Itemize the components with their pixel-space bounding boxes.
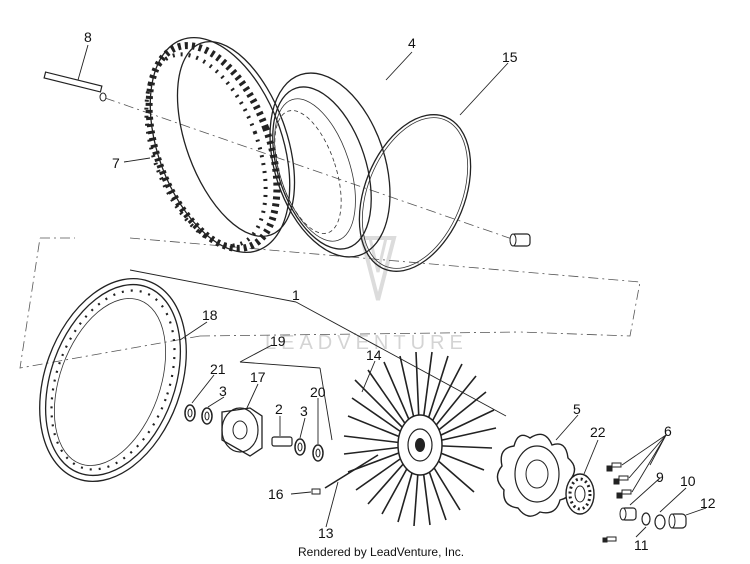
callout-16: 16: [268, 486, 284, 502]
leader-lines: [77, 44, 707, 538]
part-number-labels: 8 7 4 15 1 18 19 14 21 17 3 20 2 3 5 22 …: [84, 29, 716, 553]
disc-carrier-part[interactable]: [565, 473, 595, 515]
callout-14: 14: [366, 347, 382, 363]
single-spoke-part[interactable]: [324, 454, 379, 489]
callout-21: 21: [210, 361, 226, 377]
callout-12: 12: [700, 495, 716, 511]
callout-8: 8: [84, 29, 92, 45]
callout-17: 17: [250, 369, 266, 385]
callout-7: 7: [112, 155, 120, 171]
callout-18: 18: [202, 307, 218, 323]
callout-13: 13: [318, 525, 334, 541]
rim-part[interactable]: [13, 258, 213, 502]
spoked-hub-part[interactable]: [343, 351, 497, 527]
callout-10: 10: [680, 473, 696, 489]
callout-5: 5: [573, 401, 581, 417]
callout-1: 1: [292, 287, 300, 303]
callout-6: 6: [664, 423, 672, 439]
callout-3b: 3: [300, 403, 308, 419]
spoke-nipple-part[interactable]: [311, 488, 321, 495]
callout-11: 11: [634, 537, 649, 553]
callout-19: 19: [270, 333, 286, 349]
spacer-part[interactable]: [509, 233, 531, 247]
axle-centerline: [104, 97, 516, 241]
bolts-part[interactable]: [602, 462, 632, 543]
callout-20: 20: [310, 384, 326, 400]
assembly-outline-bottom: [199, 331, 521, 337]
hub-components[interactable]: [184, 404, 324, 462]
tire-part[interactable]: [123, 19, 318, 272]
callout-2: 2: [275, 401, 283, 417]
wheel-end-hardware[interactable]: [619, 507, 687, 530]
callout-4: 4: [408, 35, 416, 51]
watermark-text: LEADVENTURE: [265, 332, 468, 354]
callout-22: 22: [590, 424, 606, 440]
callout-3a: 3: [219, 383, 227, 399]
rim-band-part[interactable]: [338, 98, 492, 288]
callout-15: 15: [502, 49, 518, 65]
footer-credit: Rendered by LeadVenture, Inc.: [298, 545, 464, 559]
brake-disc-part[interactable]: [496, 433, 576, 517]
assembly-outline: [19, 237, 641, 369]
axle-part[interactable]: [43, 71, 107, 102]
callout-9: 9: [656, 469, 664, 485]
